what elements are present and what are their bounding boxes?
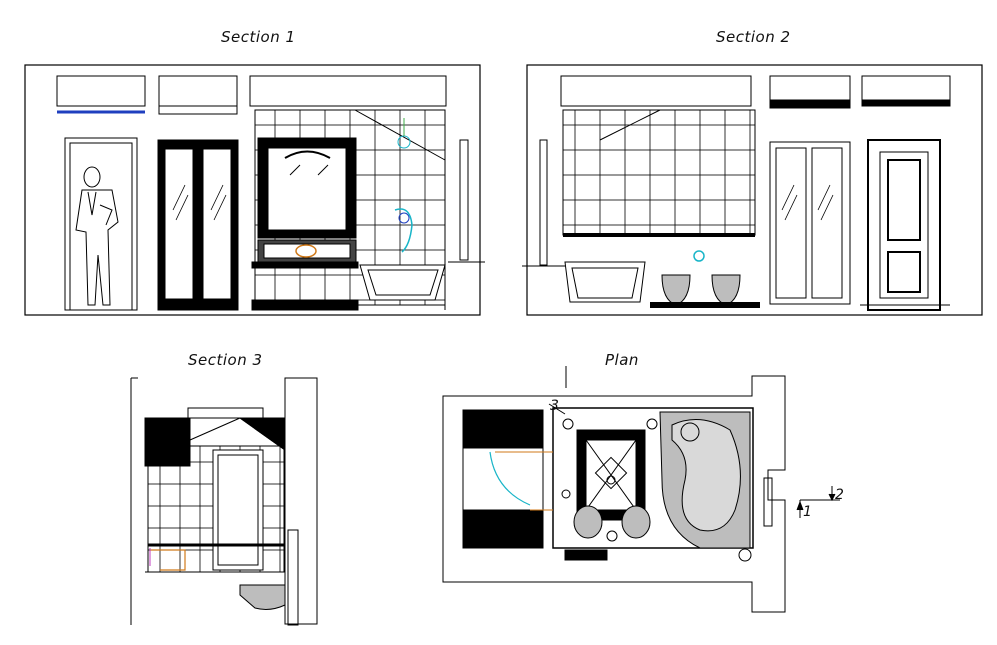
human-figure xyxy=(75,166,119,306)
section-1-elevation xyxy=(24,64,485,316)
section-marker-3: 3 xyxy=(550,398,559,414)
plan-title: Plan xyxy=(605,351,639,369)
section-1-title: Section 1 xyxy=(221,28,296,46)
section-2-title: Section 2 xyxy=(716,28,791,46)
floor-plan xyxy=(442,366,840,613)
section-3-title: Section 3 xyxy=(188,351,263,369)
section-marker-2: 2 xyxy=(835,487,844,503)
section-3-elevation xyxy=(130,377,318,626)
section-2-elevation xyxy=(522,64,983,316)
section-marker-1: 1 xyxy=(803,504,812,520)
